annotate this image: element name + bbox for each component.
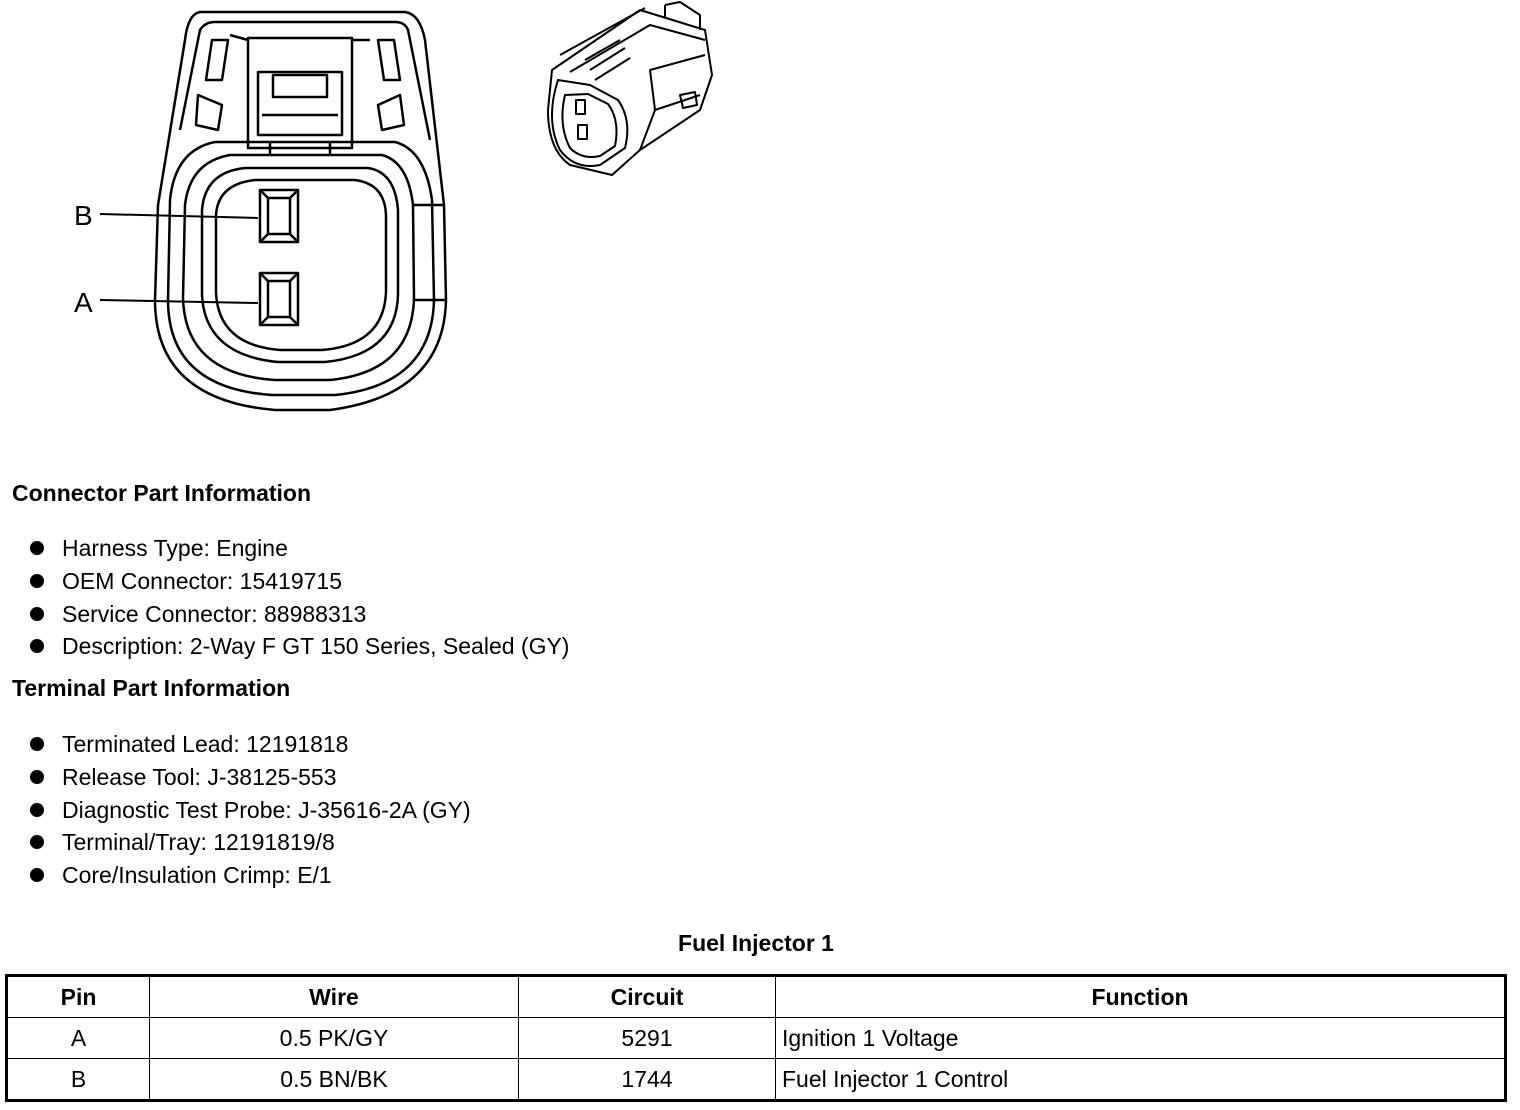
bullet-icon bbox=[30, 802, 44, 817]
list-item: Description: 2-Way F GT 150 Series, Seal… bbox=[28, 630, 569, 663]
bullet-icon bbox=[30, 835, 44, 850]
list-item: Service Connector: 88988313 bbox=[28, 598, 569, 631]
connector-part-info-list: Harness Type: Engine OEM Connector: 1541… bbox=[28, 532, 569, 663]
cell-function: Ignition 1 Voltage bbox=[775, 1017, 1506, 1059]
cell-wire: 0.5 PK/GY bbox=[149, 1017, 519, 1059]
connector-isometric-view bbox=[547, 1, 713, 176]
bullet-icon bbox=[30, 639, 44, 654]
leader-line-a bbox=[99, 299, 259, 304]
list-item: OEM Connector: 15419715 bbox=[28, 565, 569, 598]
connector-diagram: B A bbox=[74, 1, 713, 412]
connector-seal-outer bbox=[166, 140, 436, 397]
bullet-icon bbox=[30, 573, 44, 588]
list-item: Diagnostic Test Probe: J-35616-2A (GY) bbox=[28, 794, 471, 827]
connector-latch bbox=[246, 36, 354, 150]
connector-housing-outline bbox=[153, 10, 448, 412]
terminal-part-info-heading: Terminal Part Information bbox=[12, 675, 291, 701]
table-header-row: Pin Wire Circuit Function bbox=[6, 975, 1506, 1018]
column-header-wire: Wire bbox=[149, 975, 519, 1018]
leader-line-b bbox=[99, 213, 259, 219]
list-item: Harness Type: Engine bbox=[28, 532, 569, 565]
cavity-b bbox=[258, 188, 300, 244]
cell-circuit: 5291 bbox=[518, 1017, 776, 1059]
column-header-function: Function bbox=[775, 975, 1506, 1018]
list-item: Release Tool: J-38125-553 bbox=[28, 761, 471, 794]
bullet-icon bbox=[30, 868, 44, 883]
pin-label-a: A bbox=[74, 287, 93, 318]
column-header-circuit: Circuit bbox=[518, 975, 776, 1018]
connector-part-info-heading: Connector Part Information bbox=[12, 480, 312, 506]
bullet-icon bbox=[30, 606, 44, 621]
table-row: B 0.5 BN/BK 1744 Fuel Injector 1 Control bbox=[6, 1058, 1506, 1101]
bullet-icon bbox=[30, 737, 44, 751]
list-item: Core/Insulation Crimp: E/1 bbox=[28, 859, 471, 892]
cell-pin: B bbox=[6, 1058, 150, 1101]
cell-function: Fuel Injector 1 Control bbox=[775, 1058, 1506, 1101]
list-item: Terminated Lead: 12191818 bbox=[28, 728, 471, 761]
cell-pin: A bbox=[6, 1017, 150, 1059]
pin-label-b: B bbox=[74, 200, 93, 231]
cell-circuit: 1744 bbox=[518, 1058, 776, 1101]
table-row: A 0.5 PK/GY 5291 Ignition 1 Voltage bbox=[6, 1017, 1506, 1059]
column-header-pin: Pin bbox=[6, 975, 150, 1018]
list-item: Terminal/Tray: 12191819/8 bbox=[28, 826, 471, 859]
pinout-table: Pin Wire Circuit Function A 0.5 PK/GY 52… bbox=[5, 974, 1507, 1102]
bullet-icon bbox=[30, 541, 44, 555]
cell-wire: 0.5 BN/BK bbox=[149, 1058, 519, 1101]
bullet-icon bbox=[30, 769, 44, 784]
table-title: Fuel Injector 1 bbox=[678, 930, 834, 956]
terminal-part-info-list: Terminated Lead: 12191818 Release Tool: … bbox=[28, 728, 471, 892]
cavity-a bbox=[258, 271, 300, 327]
